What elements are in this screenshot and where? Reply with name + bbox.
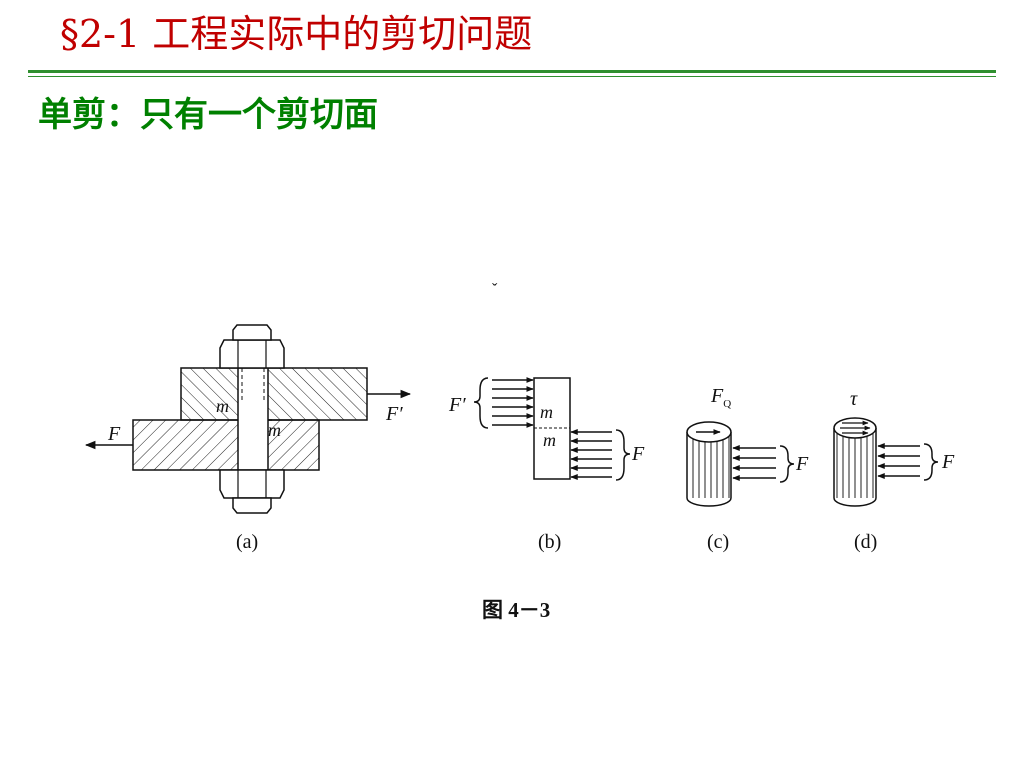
panel-c-caption: (c) xyxy=(707,531,729,553)
shear-stress-arrows xyxy=(840,420,871,436)
panel-a-force-left-label: F xyxy=(107,423,121,445)
panel-a-shear-plane-lower: m xyxy=(268,420,281,440)
stray-mark: ˇ xyxy=(492,281,498,298)
panel-d-caption: (d) xyxy=(854,531,877,553)
panel-a-caption: (a) xyxy=(236,531,258,553)
left-force-arrows xyxy=(492,377,534,428)
slide-subtitle: 单剪：只有一个剪切面 xyxy=(38,95,378,135)
upper-plate xyxy=(180,367,368,421)
panel-b-force-left-label: F′ xyxy=(448,394,466,416)
panel-c-force-right-label: F xyxy=(795,453,809,475)
panel-c-brace xyxy=(779,445,795,483)
panel-d-brace xyxy=(923,443,939,481)
panel-a-bolted-joint: F′ F m m (a) xyxy=(84,324,412,553)
slide-title: §2-1 工程实际中的剪切问题 xyxy=(60,12,533,56)
right-brace xyxy=(615,429,631,481)
panel-c-shear-force-label: FQ xyxy=(710,385,731,410)
panel-c-force-arrows xyxy=(732,445,776,481)
panel-b-plane-lower: m xyxy=(543,430,556,450)
panel-b-force-right-label: F xyxy=(631,443,645,465)
bolt-thread-end xyxy=(232,324,272,341)
panel-c-shear-force: FQ F (c) xyxy=(686,385,809,553)
panel-d-force-right-label: F xyxy=(941,451,955,473)
lower-plate xyxy=(132,419,320,471)
bolt-shank xyxy=(237,367,269,471)
cylinder-stripes xyxy=(687,432,731,498)
left-brace xyxy=(473,377,489,429)
bolt-head xyxy=(219,339,285,369)
cylinder-bottom xyxy=(686,497,732,507)
panel-b-caption: (b) xyxy=(538,531,561,553)
panel-a-force-right-label: F′ xyxy=(385,403,403,425)
panel-a-shear-plane-upper: m xyxy=(216,396,229,416)
title-rule-thick xyxy=(28,70,996,73)
title-rule-thin xyxy=(28,76,996,77)
right-force-arrows xyxy=(570,429,612,480)
panel-b-free-body: F′ F m m (b) xyxy=(448,377,645,553)
panel-d-shear-stress: τ F (d) xyxy=(833,388,955,553)
bolt-tail xyxy=(232,497,272,514)
cylinder-stripes xyxy=(834,428,876,498)
cylinder-bottom xyxy=(833,497,877,507)
panel-d-force-arrows xyxy=(877,443,920,479)
panel-d-shear-stress-label: τ xyxy=(850,388,858,410)
figure-caption: 图 4－3 xyxy=(482,598,550,622)
panel-b-plane-upper: m xyxy=(540,402,553,422)
nut xyxy=(219,469,285,499)
